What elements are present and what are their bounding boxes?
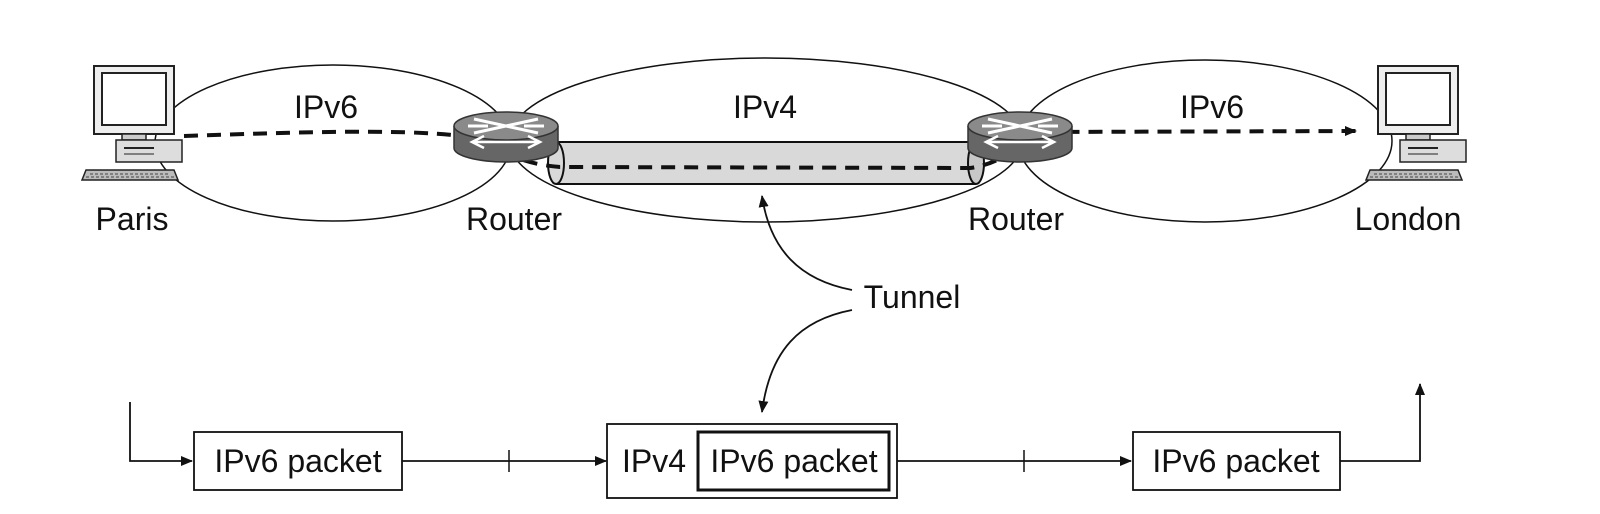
- paris-computer-icon: [81, 65, 183, 181]
- middle-network-label: IPv4: [733, 89, 797, 125]
- inner-ipv6-packet-label: IPv6 packet: [710, 443, 877, 479]
- right-router-label: Router: [968, 201, 1064, 237]
- last-packet-label: IPv6 packet: [1152, 443, 1319, 479]
- flow-exit-arrow: [1340, 383, 1425, 462]
- london-label: London: [1355, 201, 1462, 237]
- flow-entry-arrow: [129, 402, 193, 466]
- tunnel-pointer-lower: [758, 309, 853, 413]
- left-router-label: Router: [466, 201, 562, 237]
- middle-ipv4-network: [508, 57, 1024, 223]
- tunnel-label: Tunnel: [864, 279, 961, 315]
- right-router-icon: [966, 110, 1074, 164]
- inner-ipv6-packet-box: [696, 430, 891, 492]
- right-network-label: IPv6: [1180, 89, 1244, 125]
- right-ipv6-network: [1017, 59, 1393, 223]
- outer-ipv4-header-label: IPv4: [622, 443, 686, 479]
- first-packet-label: IPv6 packet: [214, 443, 381, 479]
- london-computer-icon: [1365, 65, 1467, 181]
- tunnel-tube: [547, 141, 985, 185]
- left-router-icon: [452, 110, 560, 164]
- tunnel-pointer-upper: [758, 195, 853, 291]
- left-network-label: IPv6: [294, 89, 358, 125]
- paris-label: Paris: [96, 201, 169, 237]
